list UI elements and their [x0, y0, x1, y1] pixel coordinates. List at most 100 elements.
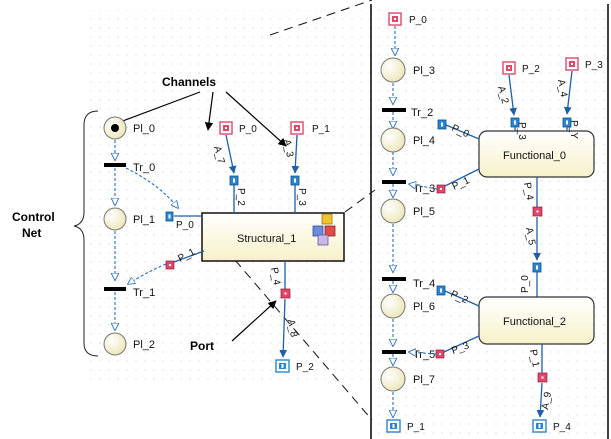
channel-label: A_4	[555, 79, 569, 99]
output-port-p1-right[interactable]	[386, 419, 401, 433]
port-label: P_0	[409, 15, 427, 26]
red-port[interactable]	[165, 260, 175, 270]
place-pl-1[interactable]: Pl_1	[103, 207, 155, 231]
place-label: Pl_4	[413, 135, 435, 147]
channels-arrow-3	[119, 91, 201, 123]
input-port-p2-right[interactable]	[502, 61, 516, 75]
red-port[interactable]	[435, 349, 445, 359]
place-label: Pl_5	[413, 206, 435, 218]
port-label: P_0	[239, 124, 257, 135]
port-label: P_1	[312, 124, 330, 135]
port-label: P_2	[522, 64, 540, 75]
blue-port[interactable]	[229, 175, 239, 186]
port-label: P_4	[553, 422, 571, 433]
red-port[interactable]	[436, 184, 446, 194]
place-label: Pl_2	[133, 339, 155, 351]
output-port-p4-right[interactable]	[532, 419, 547, 433]
red-port[interactable]	[532, 206, 543, 217]
arc	[409, 352, 437, 354]
channel	[444, 168, 480, 187]
control-net-label-2: Net	[22, 226, 41, 240]
place-label: Pl_7	[413, 374, 435, 386]
place-label: Pl_1	[133, 214, 155, 226]
zoom-line-top	[344, 189, 376, 213]
input-port-p3-right[interactable]	[565, 57, 579, 71]
left-grid	[85, 10, 375, 385]
transition-tr-2[interactable]: Tr_2	[382, 107, 433, 119]
port-label: Port	[190, 339, 214, 353]
blue-port[interactable]	[165, 211, 174, 222]
port-label: P_4	[268, 267, 282, 287]
channel	[444, 290, 480, 307]
functional-block-label: Functional_2	[503, 316, 566, 328]
transition-label: Tr_0	[133, 162, 155, 174]
red-port[interactable]	[280, 288, 291, 299]
channel	[445, 124, 480, 140]
channel-label: A_8	[285, 319, 299, 339]
place-pl-5[interactable]: Pl_5	[380, 198, 435, 224]
block-port-label: P_4	[521, 182, 535, 202]
channel	[443, 335, 480, 353]
place-label: Pl_0	[133, 123, 155, 135]
output-port-p2[interactable]	[275, 359, 290, 373]
right-panel-frame	[370, 4, 609, 439]
place-label: Pl_6	[413, 301, 435, 313]
channel-a9	[536, 382, 545, 418]
channels-arrow-1	[204, 91, 214, 131]
transition-label: Tr_5	[413, 349, 435, 361]
control-net-label-1: Control	[12, 210, 55, 224]
input-port-p1[interactable]	[290, 121, 304, 135]
place-pl-2[interactable]: Pl_2	[103, 332, 155, 356]
blue-port[interactable]	[436, 285, 446, 296]
place-pl-7[interactable]: Pl_7	[380, 366, 435, 392]
transition-label: Tr_3	[413, 183, 435, 195]
transition-tr-1[interactable]: Tr_1	[104, 287, 155, 299]
channels-label: Channels	[162, 75, 216, 89]
port-label: P_0	[176, 220, 194, 231]
block-port-label: P_Y	[568, 120, 579, 139]
transition-label: Tr_1	[133, 287, 155, 299]
arc	[125, 167, 178, 208]
channel-label: A_7	[211, 145, 226, 165]
channel-label: A_5	[523, 227, 537, 247]
channel-a8	[279, 298, 288, 358]
port-arrow	[231, 300, 277, 342]
transition-tr-5[interactable]: Tr_5	[382, 349, 435, 361]
channel	[173, 250, 205, 263]
structural-block[interactable]: Structural_1	[201, 212, 345, 262]
place-label: Pl_3	[413, 65, 435, 77]
place-pl-0[interactable]: Pl_0	[103, 116, 155, 140]
channel-a4	[563, 70, 573, 115]
channel-a2	[508, 74, 517, 116]
channel-port-label: P_3	[296, 188, 307, 206]
functional-block-2[interactable]: Functional_2	[478, 296, 595, 345]
place-pl-3[interactable]: Pl_3	[380, 57, 435, 83]
transition-label: Tr_4	[413, 278, 435, 290]
input-port-p0-right[interactable]	[388, 12, 402, 26]
block-port-label: P_1	[527, 349, 541, 369]
cubes-icon	[312, 213, 336, 246]
functional-block-0[interactable]: Functional_0	[478, 130, 595, 178]
place-pl-6[interactable]: Pl_6	[380, 293, 435, 319]
channels-arrow-2	[225, 91, 287, 147]
functional-block-label: Functional_0	[503, 150, 566, 162]
control-net-brace	[73, 110, 99, 357]
port-label: P_1	[407, 422, 425, 433]
transition-tr-0[interactable]: Tr_0	[104, 162, 155, 174]
input-port-p0[interactable]	[219, 121, 233, 135]
blue-port[interactable]	[290, 175, 300, 186]
blue-port[interactable]	[532, 262, 542, 273]
channel-port-label: P_2	[235, 188, 246, 206]
zoom-line-lower	[234, 259, 373, 421]
red-port[interactable]	[537, 372, 548, 383]
transition-label: Tr_2	[411, 107, 433, 119]
blue-port[interactable]	[437, 119, 447, 130]
port-label: P_2	[296, 362, 314, 373]
structural-block-label: Structural_1	[237, 233, 296, 245]
transition-tr-3[interactable]: Tr_3	[382, 180, 435, 195]
block-port-label: P_0	[520, 275, 531, 293]
transition-tr-4[interactable]: Tr_4	[382, 277, 435, 290]
channel-a3	[291, 134, 300, 174]
channel-a7	[225, 134, 237, 174]
